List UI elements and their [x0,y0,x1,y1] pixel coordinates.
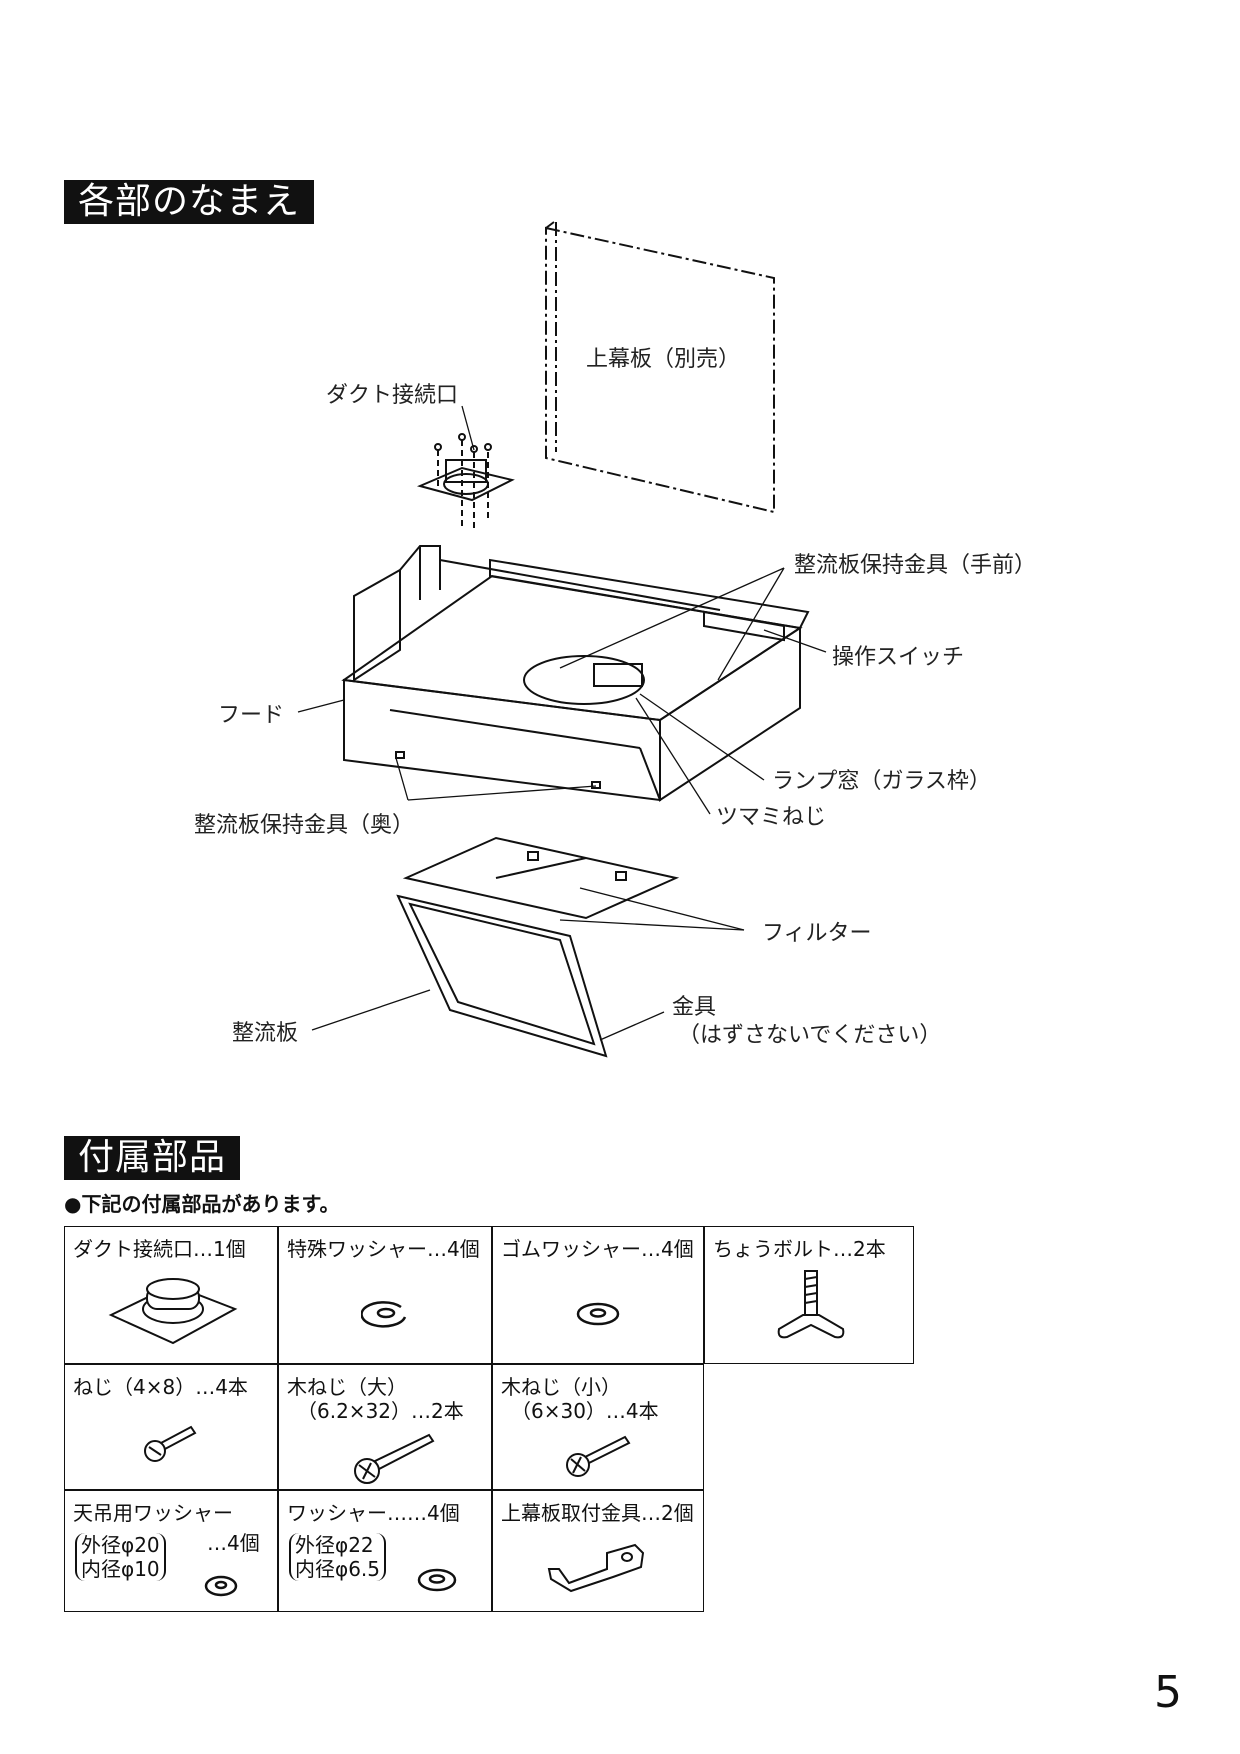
label-switch: 操作スイッチ [832,645,964,670]
part-cell-top-board-bracket: 上幕板取付金具…2個 [492,1490,704,1612]
part-cell-rubber-washer: ゴムワッシャー…4個 [492,1226,704,1364]
part-cell-ceiling-washer: 天吊用ワッシャー 外径φ20 内径φ10 …4個 [64,1490,278,1612]
hood-drawing [341,545,810,802]
part-cell-screw: ねじ（4×8）…4本 [64,1364,278,1490]
label-knob-screw: ツマミねじ [716,805,826,830]
part-name: ダクト接続口…1個 [73,1237,246,1261]
label-baffle-bracket-front: 整流板保持金具（手前） [794,553,1036,578]
label-baffle: 整流板 [232,1021,298,1046]
duct-connector-icon [108,1278,238,1345]
part-name: ねじ（4×8）…4本 [73,1375,248,1399]
section-title-accessories: 付属部品 [64,1136,241,1180]
ceiling-washer-icon [204,1575,238,1597]
top-board-bracket-icon [547,1543,645,1593]
part-name: ワッシャー……4個 [287,1501,460,1525]
section-title-names: 各部のなまえ [64,180,315,224]
part-cell-special-washer: 特殊ワッシャー…4個 [278,1226,492,1364]
screw-icon [144,1425,197,1462]
accessories-intro: ●下記の付属部品があります。 [64,1192,340,1216]
part-name: 木ねじ（小） （6×30）…4本 [501,1375,659,1423]
label-bracket-note: （はずさないでください） [678,1023,941,1048]
label-filter: フィルター [762,921,872,946]
part-cell-duct-connector: ダクト接続口…1個 [64,1226,278,1364]
filter-drawing [402,836,680,920]
part-cell-wood-screw-small: 木ねじ（小） （6×30）…4本 [492,1364,704,1490]
wing-bolt-icon [777,1270,845,1339]
part-cell-washer: ワッシャー……4個 外径φ22 内径φ6.5 [278,1490,492,1612]
part-cell-wood-screw-large: 木ねじ（大） （6.2×32）…2本 [278,1364,492,1490]
leader-lines [297,405,827,1041]
part-name: 木ねじ（大） （6.2×32）…2本 [287,1375,464,1423]
label-duct-connector: ダクト接続口 [326,383,458,408]
wood-screw-small-icon [566,1435,631,1477]
exploded-diagram: 上幕板（別売） ダクト接続口 整流板保持金具（手前） 操作スイッチ フード ラン… [194,221,1036,1058]
duct-connector-drawing [416,433,515,530]
part-count: …4個 [207,1531,260,1555]
page-number: 5 [1154,1667,1182,1718]
label-baffle-bracket-back: 整流板保持金具（奥） [194,813,414,838]
part-name: 天吊用ワッシャー [73,1501,233,1525]
label-top-board: 上幕板（別売） [586,347,740,372]
label-lamp-window: ランプ窓（ガラス枠） [772,769,991,794]
special-washer-icon [361,1301,407,1328]
label-hood: フード [218,703,284,728]
washer-icon [417,1568,457,1592]
part-name: ちょうボルト…2本 [713,1237,886,1261]
baffle-drawing [396,894,608,1058]
rubber-washer-icon [576,1302,620,1326]
part-name: 上幕板取付金具…2個 [501,1501,694,1525]
part-name: ゴムワッシャー…4個 [501,1237,694,1261]
top-board-outline [545,221,775,514]
part-name: 特殊ワッシャー…4個 [287,1237,480,1261]
wood-screw-large-icon [354,1433,435,1484]
part-spec: 外径φ22 内径φ6.5 [289,1533,386,1581]
part-cell-wing-bolt: ちょうボルト…2本 [704,1226,914,1364]
label-bracket: 金具 [672,995,716,1020]
part-spec: 外径φ20 内径φ10 [75,1533,166,1581]
